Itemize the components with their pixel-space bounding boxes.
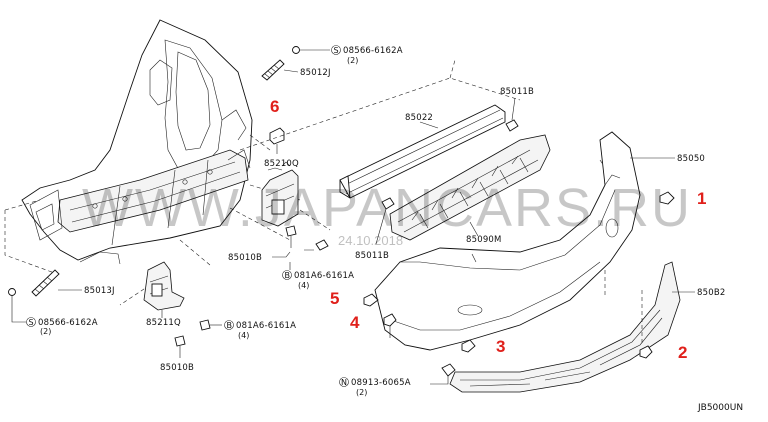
fastener-top-qty: (2): [347, 56, 358, 65]
date-stamp: 24.10.2018: [338, 233, 403, 248]
lower-cover-850B2: [449, 261, 681, 393]
fastener-left-qty: (2): [40, 327, 51, 336]
label-85012J: 85012J: [300, 68, 331, 78]
label-85011B-bot: 85011B: [355, 251, 389, 261]
absorber-85090M: [389, 134, 551, 241]
fastener-top-code: 08566-6162A: [343, 46, 403, 56]
callout-1: 1: [697, 189, 706, 208]
clip-85011B-bot: [375, 197, 395, 245]
fastener-mid-code: 081A6-6161A: [294, 271, 354, 281]
clip-85011B-top: [505, 97, 519, 132]
callout-2: 2: [678, 343, 687, 362]
spring-clip-85013J: [8, 269, 60, 297]
label-85050: 85050: [677, 154, 705, 164]
callout-3: 3: [496, 337, 505, 356]
fastener-low: B 081A6-6161A (4): [224, 320, 296, 340]
fastener-left-code: 08566-6162A: [38, 318, 98, 328]
screw-item-2: [639, 345, 653, 359]
screw-85010B-b: [174, 335, 186, 358]
fastener-bottom-qty: (2): [356, 388, 367, 397]
fastener-mid: B 081A6-6161A (4): [282, 270, 354, 290]
bracket-85211Q: [143, 261, 185, 311]
fastener-left-mark: S: [29, 318, 34, 327]
label-85090M: 85090M: [466, 235, 502, 245]
fastener-bottom-code: 08913-6065A: [351, 378, 411, 388]
label-850B2: 850B2: [697, 288, 725, 298]
screw-fastener-low: [199, 319, 222, 331]
fastener-low-code: 081A6-6161A: [236, 321, 296, 331]
spring-clip-85012J: [261, 46, 330, 81]
label-85010B-a: 85010B: [228, 253, 262, 263]
fastener-left: S 08566-6162A (2): [26, 317, 98, 336]
label-85011B-top: 85011B: [500, 87, 534, 97]
watermark: WWW.JAPANCARS.RU: [82, 178, 692, 238]
fastener-mid-qty: (4): [298, 281, 309, 290]
label-85010B-b: 85010B: [160, 363, 194, 373]
fastener-bottom: N 08913-6065A (2): [339, 377, 411, 397]
screw-85010B-a: [272, 225, 297, 258]
label-85210Q: 85210Q: [264, 159, 299, 169]
bracket-85210Q: [261, 161, 299, 227]
reinforcement-85022: [339, 104, 506, 199]
callout-5: 5: [330, 289, 339, 308]
bumper-fascia-85050: [374, 131, 641, 351]
fastener-low-qty: (4): [238, 331, 249, 340]
fastener-top: S 08566-6162A (2): [331, 45, 403, 65]
screw-item-3: [461, 339, 476, 353]
diagram-code: JB5000UN: [697, 403, 743, 413]
callout-6: 6: [270, 97, 279, 116]
fastener-mid-mark: B: [285, 271, 291, 280]
callout-4: 4: [350, 313, 360, 332]
screw-bottom: [430, 363, 456, 385]
screw-item-5: [363, 293, 379, 307]
fastener-bottom-mark: N: [341, 378, 347, 387]
screw-item-4: [383, 313, 397, 338]
fastener-low-mark: B: [227, 321, 233, 330]
rear-body-panel: [21, 19, 253, 265]
label-85211Q: 85211Q: [146, 318, 181, 328]
screw-item-1: [659, 191, 675, 205]
label-85022: 85022: [405, 113, 433, 123]
bolt-item-6: [269, 127, 285, 154]
label-85013J: 85013J: [84, 286, 115, 296]
fastener-top-mark: S: [334, 46, 339, 55]
